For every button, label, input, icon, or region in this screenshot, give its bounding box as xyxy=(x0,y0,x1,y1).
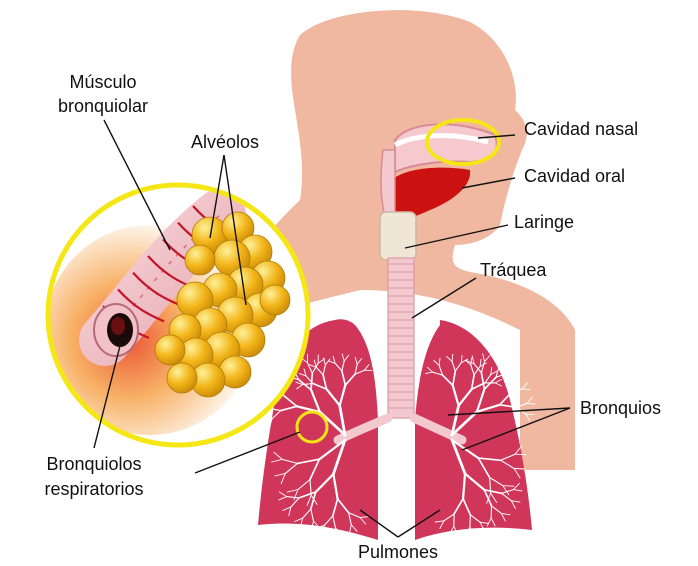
trachea xyxy=(380,212,416,418)
label-bronquiolos-respiratorios-1: Bronquiolos xyxy=(46,454,141,474)
label-musculo-bronquiolar-2: bronquiolar xyxy=(58,96,148,116)
label-alveolos: Alvéolos xyxy=(191,132,259,152)
label-cavidad-nasal: Cavidad nasal xyxy=(524,119,638,139)
label-pulmones: Pulmones xyxy=(358,542,438,562)
label-traquea: Tráquea xyxy=(480,260,547,280)
zoom-inset xyxy=(45,185,308,445)
label-bronquiolos-respiratorios-2: respiratorios xyxy=(44,479,143,499)
label-laringe: Laringe xyxy=(514,212,574,232)
label-musculo-bronquiolar-1: Músculo xyxy=(69,72,136,92)
label-cavidad-oral: Cavidad oral xyxy=(524,166,625,186)
label-bronquios: Bronquios xyxy=(580,398,661,418)
